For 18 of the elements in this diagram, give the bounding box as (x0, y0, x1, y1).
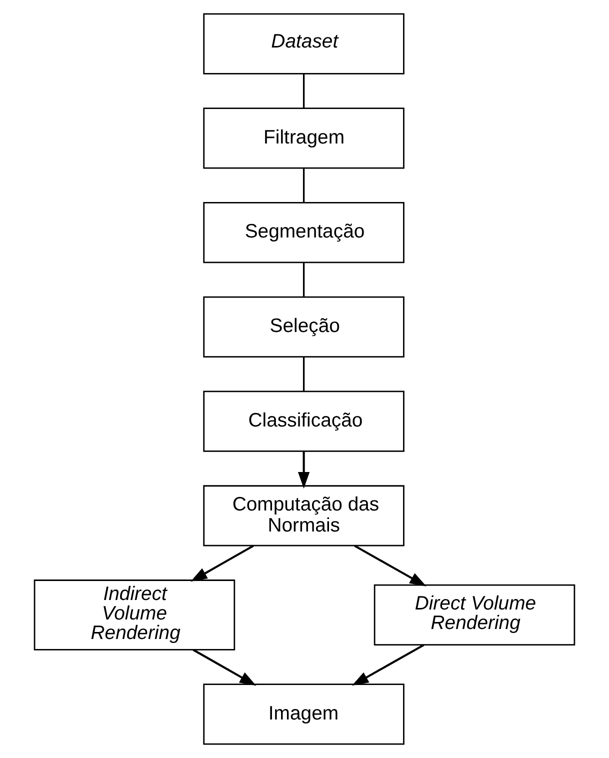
node-box: Dataset (203, 13, 404, 74)
arrow (192, 648, 256, 686)
connector (302, 168, 305, 202)
arrow (298, 451, 310, 489)
node-box: Imagem (203, 684, 404, 745)
node-box: Classificação (203, 390, 404, 452)
node-box: Computação das Normais (203, 485, 404, 546)
connector (302, 356, 305, 392)
node-box: Seleção (203, 296, 404, 358)
arrow (190, 544, 254, 582)
arrow (352, 644, 424, 686)
arrow (354, 544, 426, 586)
connector (302, 74, 305, 108)
node-box: Indirect Volume Rendering (34, 580, 236, 650)
node-box: Filtragem (203, 108, 404, 169)
node-box: Direct Volume Rendering (374, 584, 576, 646)
node-box: Segmentação (203, 202, 404, 264)
connector (302, 262, 305, 297)
